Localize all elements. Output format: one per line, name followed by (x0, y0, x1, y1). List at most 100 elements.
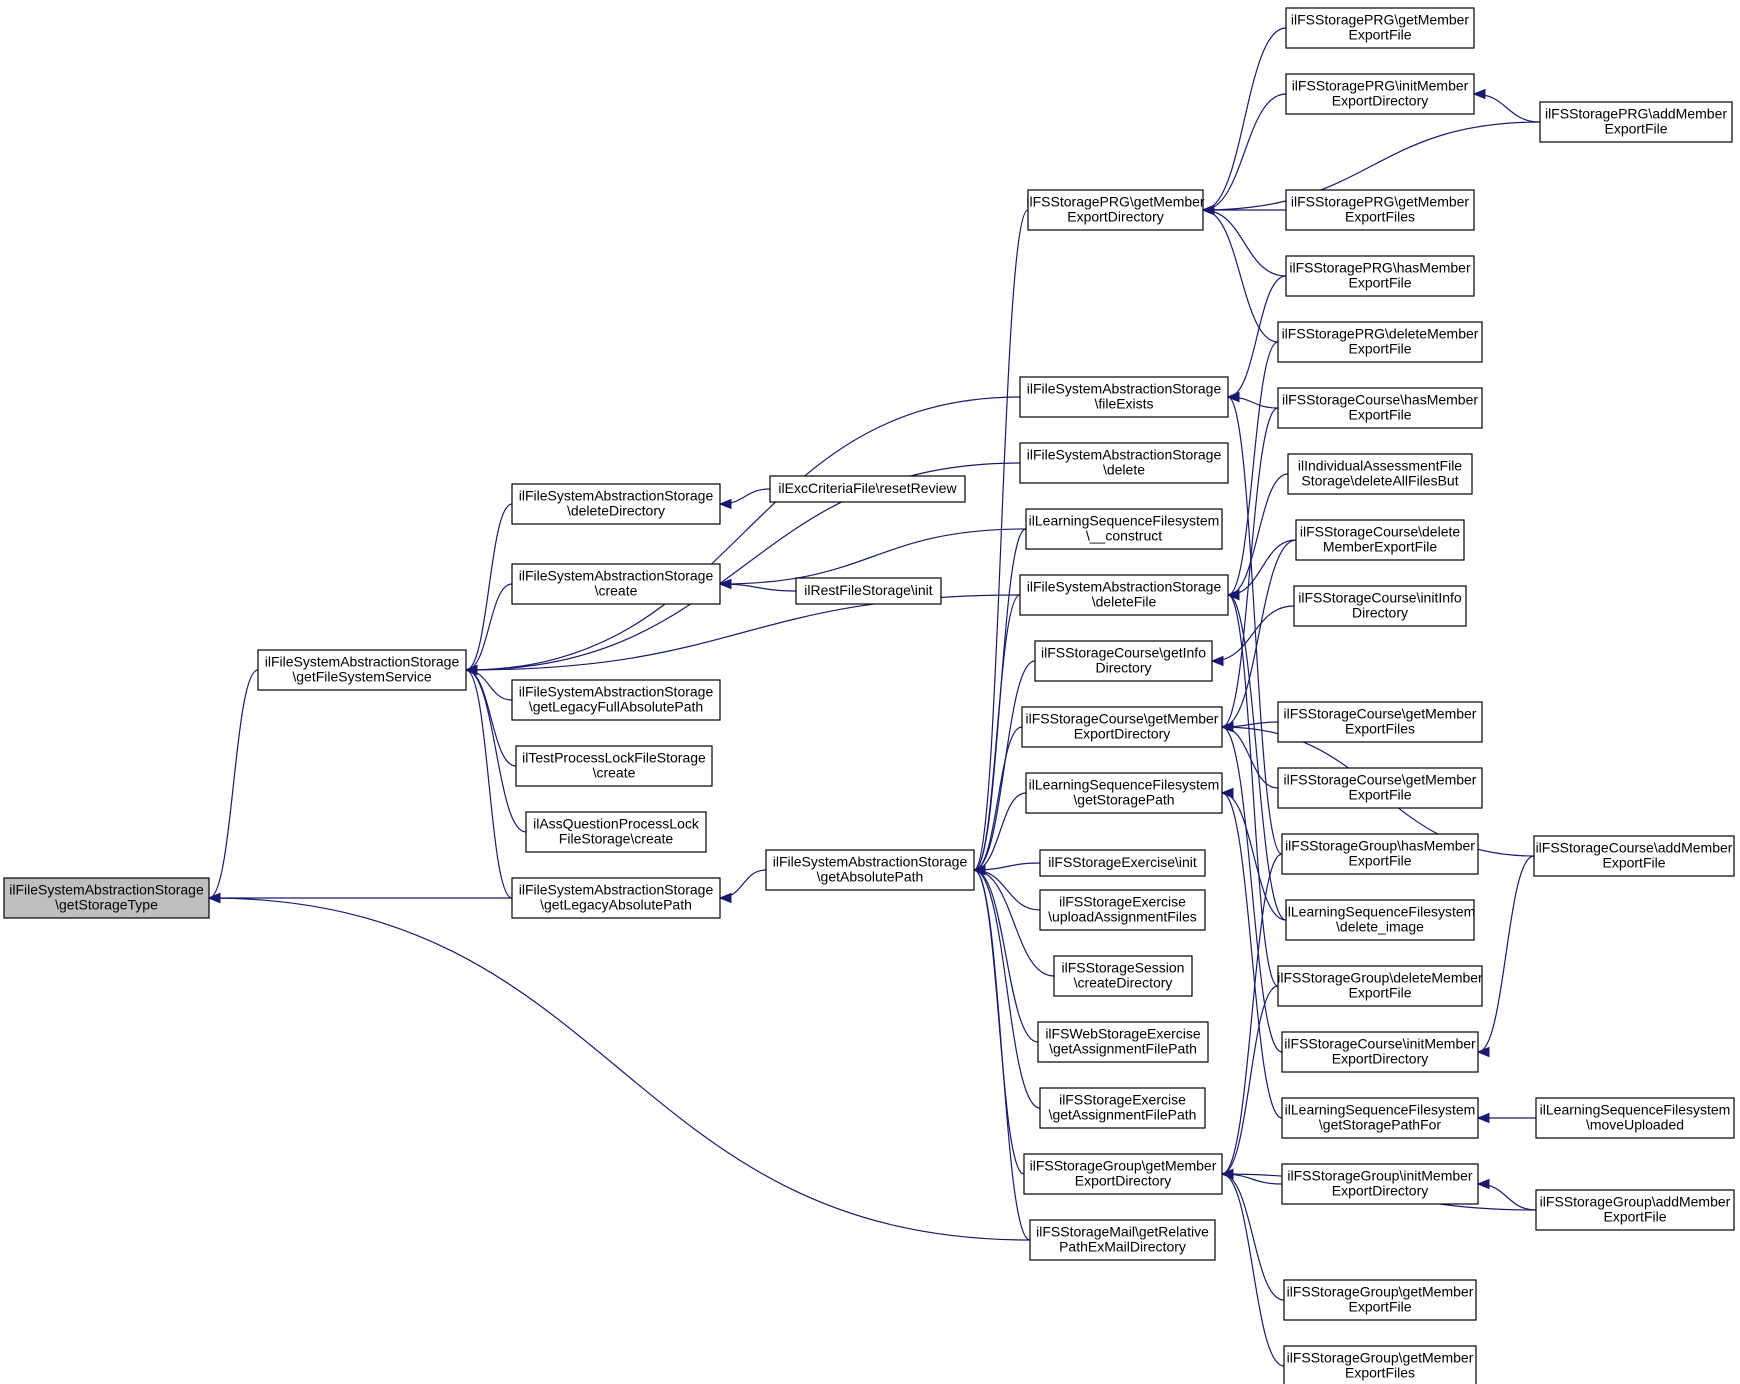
node-box[interactable] (1277, 387, 1483, 429)
node-box[interactable] (1019, 442, 1229, 484)
node-box[interactable] (1281, 833, 1479, 875)
node-lsdelimg[interactable]: ilLearningSequenceFilesystem\delete_imag… (1285, 899, 1476, 941)
node-fsdel[interactable]: ilFileSystemAbstractionStorage\delete (1019, 442, 1229, 484)
node-box[interactable] (1281, 1031, 1479, 1073)
node-lspath[interactable]: ilLearningSequenceFilesystem\getStorageP… (1025, 772, 1223, 814)
node-box[interactable] (1019, 574, 1229, 616)
node-mail[interactable]: ilFSStorageMail\getRelativePathExMailDir… (1029, 1219, 1216, 1261)
node-box[interactable] (511, 679, 721, 721)
node-box[interactable] (1029, 1219, 1216, 1261)
node-label: ExportFile (1348, 787, 1411, 803)
node-grpinit[interactable]: ilFSStorageGroup\initMemberExportDirecto… (1281, 1163, 1479, 1205)
node-box[interactable] (1039, 889, 1206, 931)
node-box[interactable] (1285, 7, 1475, 49)
node-box[interactable] (769, 475, 966, 503)
node-box[interactable] (795, 577, 942, 605)
node-box[interactable] (765, 849, 975, 891)
node-box[interactable] (1285, 255, 1475, 297)
node-webex[interactable]: ilFSWebStorageExercise\getAssignmentFile… (1037, 1021, 1209, 1063)
node-box[interactable] (257, 649, 467, 691)
node-box[interactable] (1285, 899, 1475, 941)
node-lsmove[interactable]: ilLearningSequenceFilesystem\moveUploade… (1535, 1097, 1735, 1139)
node-box[interactable] (1027, 189, 1204, 231)
node-create[interactable]: ilFileSystemAbstractionStorage\create (511, 563, 721, 605)
node-grpdir[interactable]: ilFSStorageGroup\getMemberExportDirector… (1023, 1153, 1223, 1195)
node-excreset[interactable]: ilExcCriteriaFile\resetReview (769, 475, 966, 503)
node-box[interactable] (1293, 585, 1467, 627)
node-box[interactable] (1281, 1097, 1479, 1139)
node-box[interactable] (1281, 1163, 1479, 1205)
node-box[interactable] (1039, 849, 1206, 877)
node-root[interactable]: ilFileSystemAbstractionStorage\getStorag… (3, 877, 210, 919)
node-tplfs[interactable]: ilTestProcessLockFileStorage\create (515, 745, 713, 787)
node-box[interactable] (1535, 1189, 1735, 1231)
node-exinit[interactable]: ilFSStorageExercise\init (1039, 849, 1206, 877)
node-lsconst[interactable]: ilLearningSequenceFilesystem\__construct (1025, 508, 1223, 550)
node-deldir[interactable]: ilFileSystemAbstractionStorage\deleteDir… (511, 483, 721, 525)
node-box[interactable] (1285, 73, 1475, 115)
node-aqpl[interactable]: ilAssQuestionProcessLockFileStorage\crea… (525, 811, 707, 853)
node-box[interactable] (1277, 701, 1483, 743)
node-box[interactable] (1025, 772, 1223, 814)
node-box[interactable] (1277, 321, 1483, 363)
node-sescrd[interactable]: ilFSStorageSession\createDirectory (1053, 955, 1193, 997)
node-exupl[interactable]: ilFSStorageExercise\uploadAssignmentFile… (1039, 889, 1206, 931)
node-box[interactable] (1277, 965, 1483, 1007)
node-gfs[interactable]: ilFileSystemAbstractionStorage\getFileSy… (257, 649, 467, 691)
node-box[interactable] (1539, 101, 1733, 143)
node-getabs[interactable]: ilFileSystemAbstractionStorage\getAbsolu… (765, 849, 975, 891)
node-lspathfor[interactable]: ilLearningSequenceFilesystem\getStorageP… (1281, 1097, 1479, 1139)
node-fexists[interactable]: ilFileSystemAbstractionStorage\fileExist… (1019, 376, 1229, 418)
node-restinit[interactable]: ilRestFileStorage\init (795, 577, 942, 605)
node-box[interactable] (3, 877, 210, 919)
node-box[interactable] (1535, 1097, 1735, 1139)
node-iafs[interactable]: ilIndividualAssessmentFileStorage\delete… (1287, 453, 1473, 495)
node-exgafp[interactable]: ilFSStorageExercise\getAssignmentFilePat… (1039, 1087, 1206, 1129)
node-box[interactable] (511, 563, 721, 605)
node-box[interactable] (1287, 453, 1473, 495)
node-legfull[interactable]: ilFileSystemAbstractionStorage\getLegacy… (511, 679, 721, 721)
node-box[interactable] (1023, 1153, 1223, 1195)
node-box[interactable] (1025, 508, 1223, 550)
edge-grpdel-to-grpdir (1221, 985, 1279, 1175)
node-box[interactable] (1034, 640, 1213, 682)
node-box[interactable] (1295, 519, 1465, 561)
node-box[interactable] (1053, 955, 1193, 997)
node-box[interactable] (1019, 376, 1229, 418)
node-box[interactable] (515, 745, 713, 787)
node-box[interactable] (1533, 835, 1735, 877)
node-box[interactable] (1277, 767, 1483, 809)
node-box[interactable] (1283, 1279, 1477, 1321)
node-box[interactable] (1039, 1087, 1206, 1129)
node-box[interactable] (511, 877, 721, 919)
node-box[interactable] (1283, 1345, 1477, 1384)
node-crsinit[interactable]: ilFSStorageCourse\initMemberExportDirect… (1281, 1031, 1479, 1073)
node-box[interactable] (525, 811, 707, 853)
node-box[interactable] (1037, 1021, 1209, 1063)
node-box[interactable] (511, 483, 721, 525)
node-box[interactable] (1285, 189, 1475, 231)
node-legabs[interactable]: ilFileSystemAbstractionStorage\getLegacy… (511, 877, 721, 919)
node-delfile[interactable]: ilFileSystemAbstractionStorage\deleteFil… (1019, 574, 1229, 616)
node-box[interactable] (1021, 706, 1223, 748)
node-crsdir[interactable]: ilFSStorageCourse\getMemberExportDirecto… (1021, 706, 1223, 748)
